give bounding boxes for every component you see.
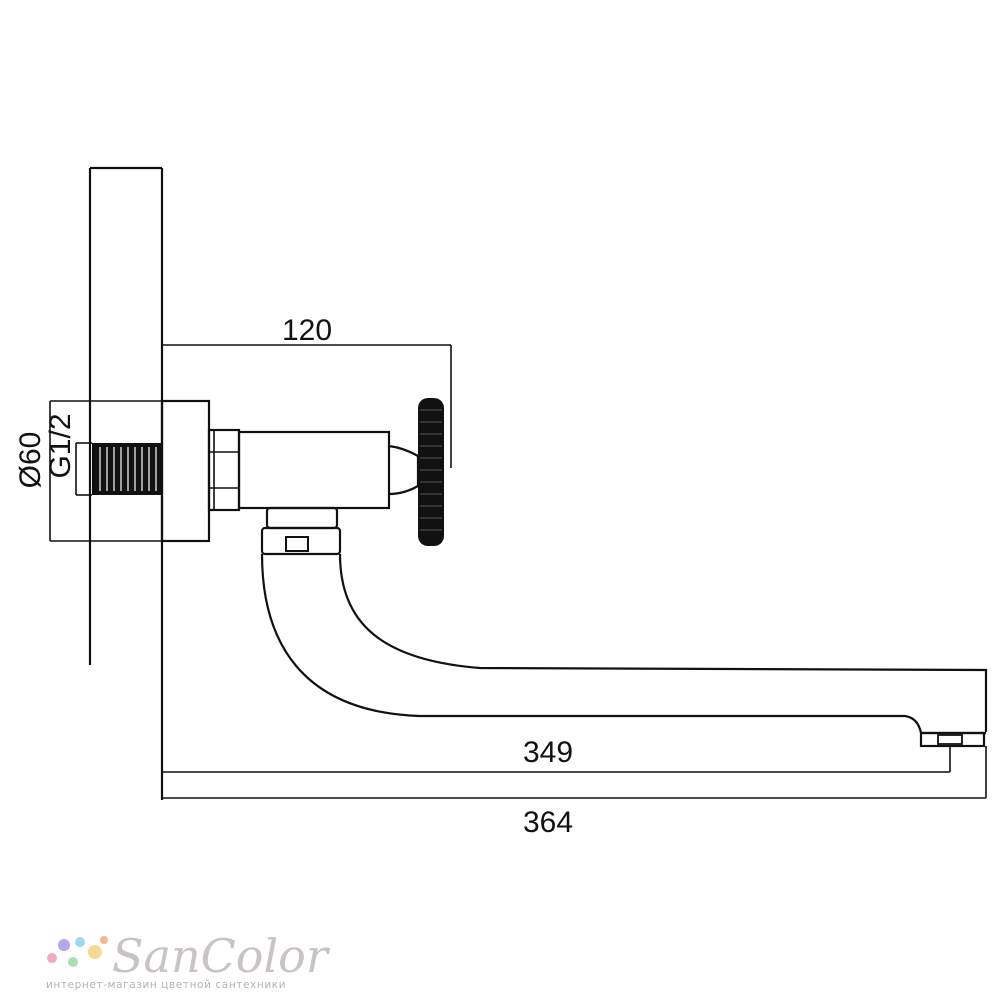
logo-dot	[100, 936, 108, 944]
handle-wheel-icon	[418, 398, 444, 546]
logo-dot	[58, 939, 70, 951]
dim-364-label: 364	[523, 806, 573, 839]
dim-349-label: 349	[523, 736, 573, 769]
threaded-connector	[75, 442, 162, 496]
aerator	[919, 731, 986, 748]
logo-dots-icon	[47, 936, 108, 967]
flange	[49, 399, 211, 543]
hex-nut	[207, 428, 241, 512]
valve-body	[237, 430, 420, 510]
spout-collar	[260, 506, 342, 556]
logo-dot	[68, 957, 78, 967]
dimension-lines	[162, 344, 987, 799]
brand-tagline: интернет-магазин цветной сантехники	[46, 979, 286, 991]
logo-dot	[88, 945, 102, 959]
dim-diameter-label: Ø60	[14, 432, 47, 489]
brand-name: SanColor	[112, 929, 331, 983]
logo-dot	[75, 937, 85, 947]
brand-logo: SanColor интернет-магазин цветной сантех…	[46, 929, 331, 991]
spout	[260, 553, 988, 735]
dim-120-label: 120	[282, 314, 332, 347]
dim-thread-label: G1/2	[44, 413, 77, 478]
logo-dot	[47, 953, 57, 963]
